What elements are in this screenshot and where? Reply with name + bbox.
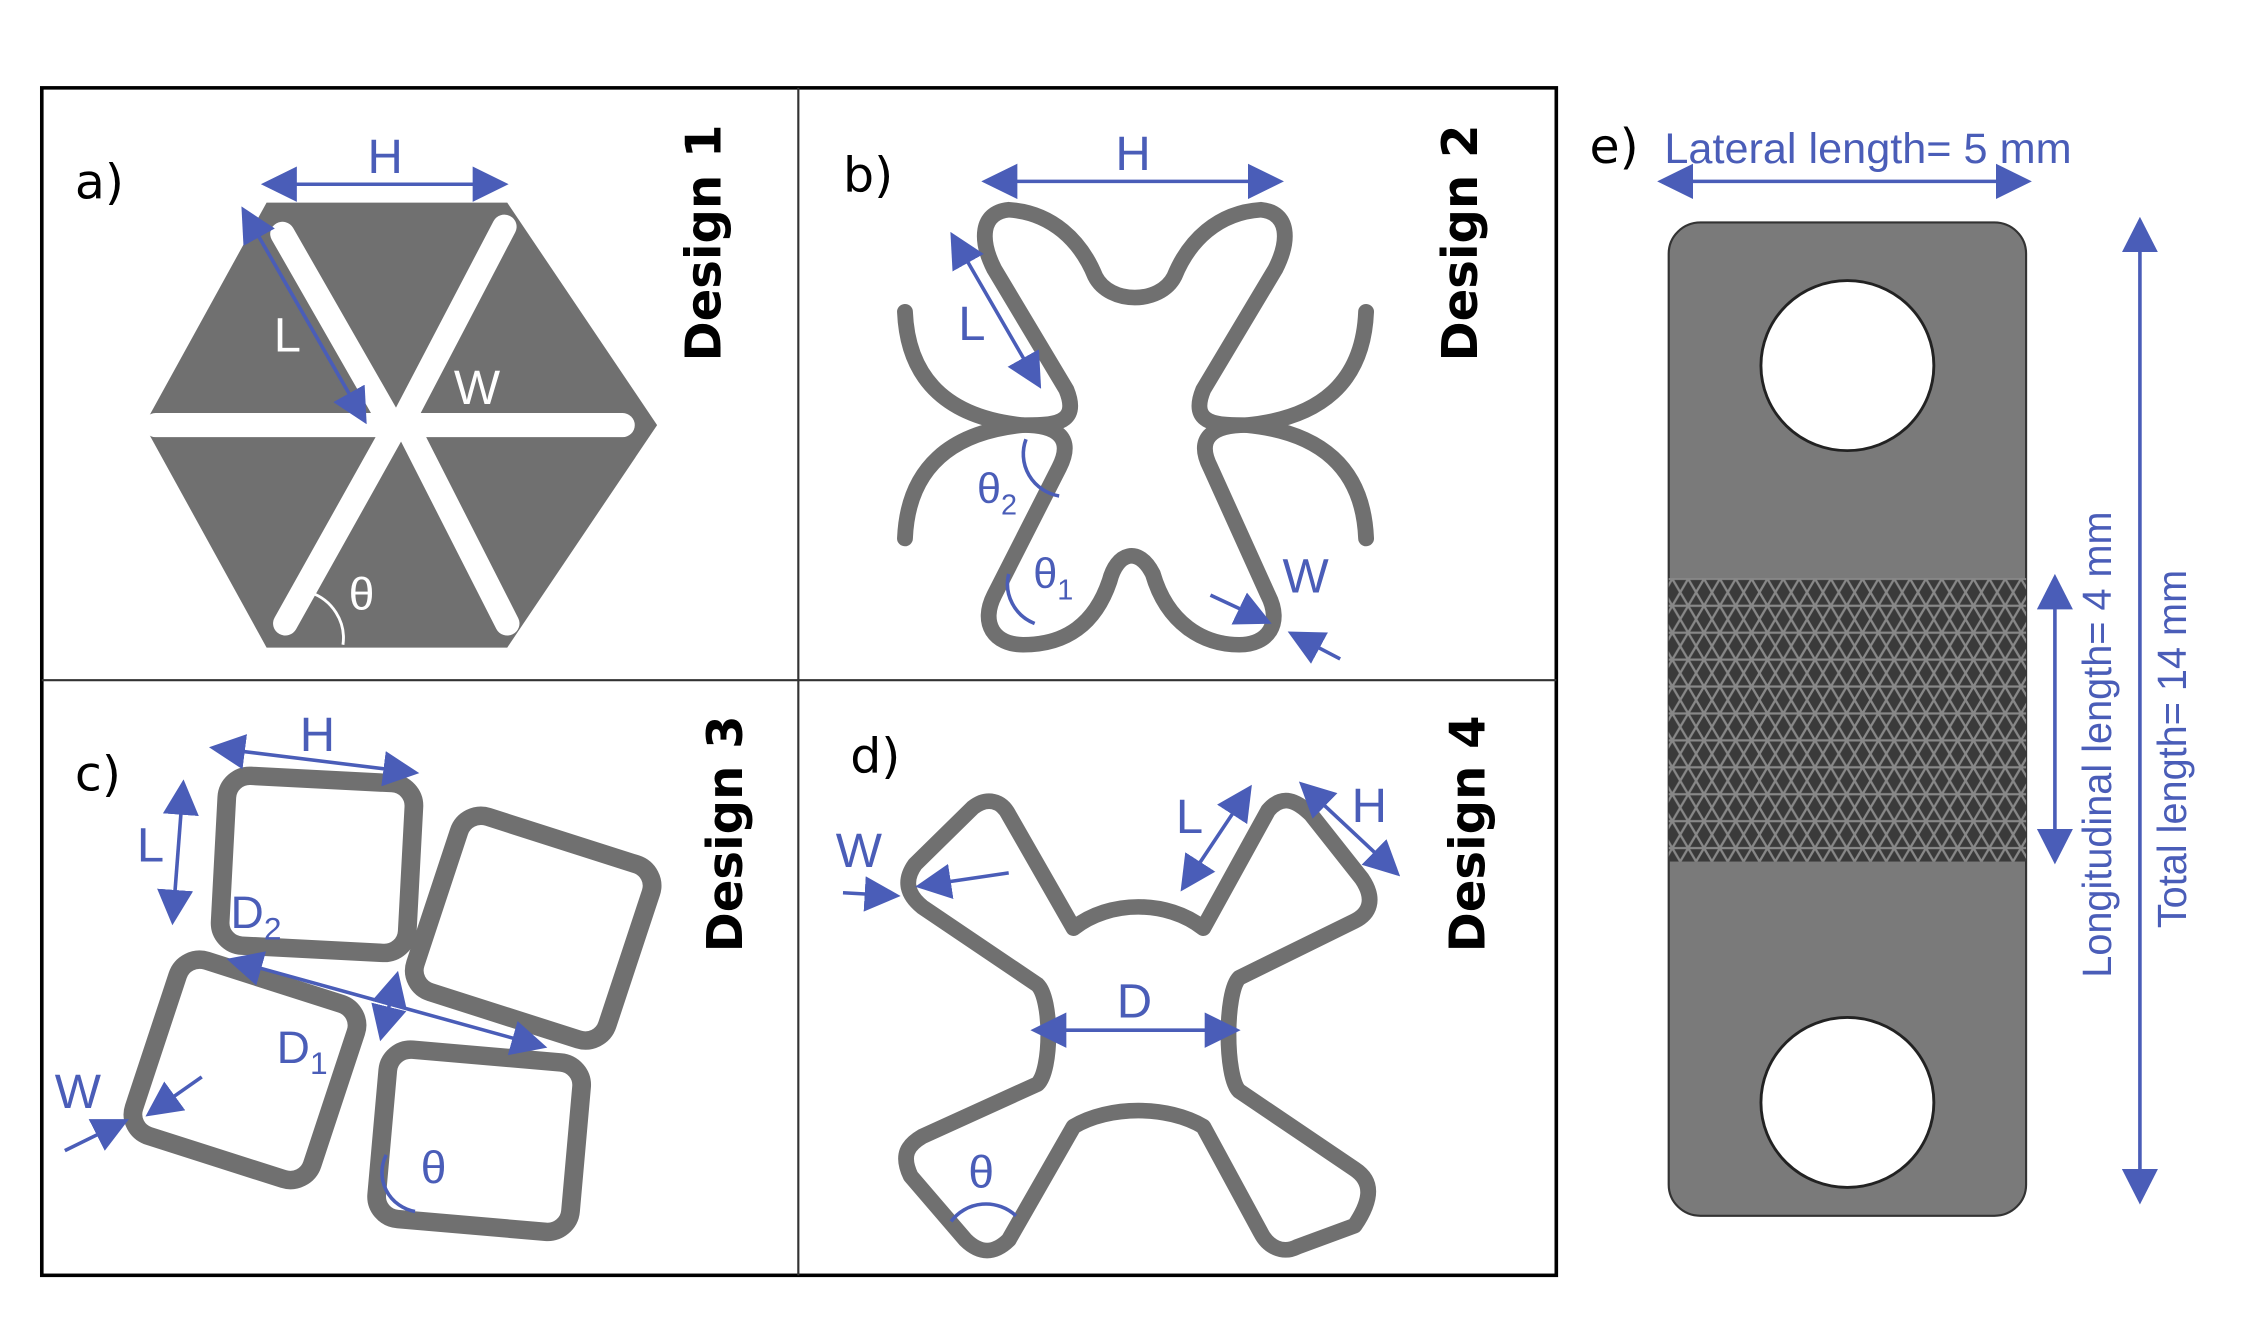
dim-W: W [454,361,500,415]
dim-D: D [1117,975,1152,1029]
dim-L: L [1176,791,1203,845]
angle-theta1: θ1 [1033,550,1073,606]
panel-b-tag: b) [843,148,893,204]
panel-d-tag: d) [850,729,900,785]
angle-theta: θ [968,1147,994,1198]
panel-e: e) Lateral length= 5 mm Longitudinal len… [1589,119,2195,1217]
design-4-label: Design 4 [1440,715,1496,952]
angle-theta: θ [421,1143,447,1194]
dim-H: H [367,130,402,184]
panel-c: c) H L D2 D1 W θ Design 3 [55,708,754,1242]
panel-d: d) D L H W θ Design 4 [836,715,1496,1259]
dim-L: L [274,309,301,363]
design-3-label: Design 3 [698,715,754,952]
panel-c-tag: c) [75,747,121,803]
panel-grid [39,86,1559,1278]
design-2-label: Design 2 [1433,124,1489,361]
panel-a-tag: a) [75,155,124,211]
angle-theta: θ [349,569,375,620]
mount-hole-bottom [1759,1016,1936,1189]
dim-W: W [836,825,882,879]
lattice-region [1668,578,2027,862]
dim-L: L [137,819,164,873]
dim-D1: D1 [277,1022,328,1081]
design-2-shape [976,201,1293,653]
longitudinal-length-label: Longitudinal length= 4 mm [2076,511,2120,977]
mount-hole-top [1759,279,1936,453]
dim-H: H [1115,127,1150,181]
panel-e-tag: e) [1589,119,1638,175]
panel-a: a) H L W θ Design 1 [75,124,733,648]
dim-H: H [300,708,335,762]
dim-L: L [958,297,985,351]
dim-H: H [1352,779,1387,833]
dim-W: W [55,1065,101,1119]
design-1-label: Design 1 [676,124,732,361]
angle-theta2: θ2 [977,465,1017,521]
panel-b: b) H L W θ2 θ1 Design 2 [843,124,1489,664]
lateral-length-label: Lateral length= 5 mm [1664,125,2071,173]
total-length-label: Total length= 14 mm [2151,570,2195,928]
dim-D2: D2 [231,887,282,946]
dim-W: W [1283,550,1329,604]
